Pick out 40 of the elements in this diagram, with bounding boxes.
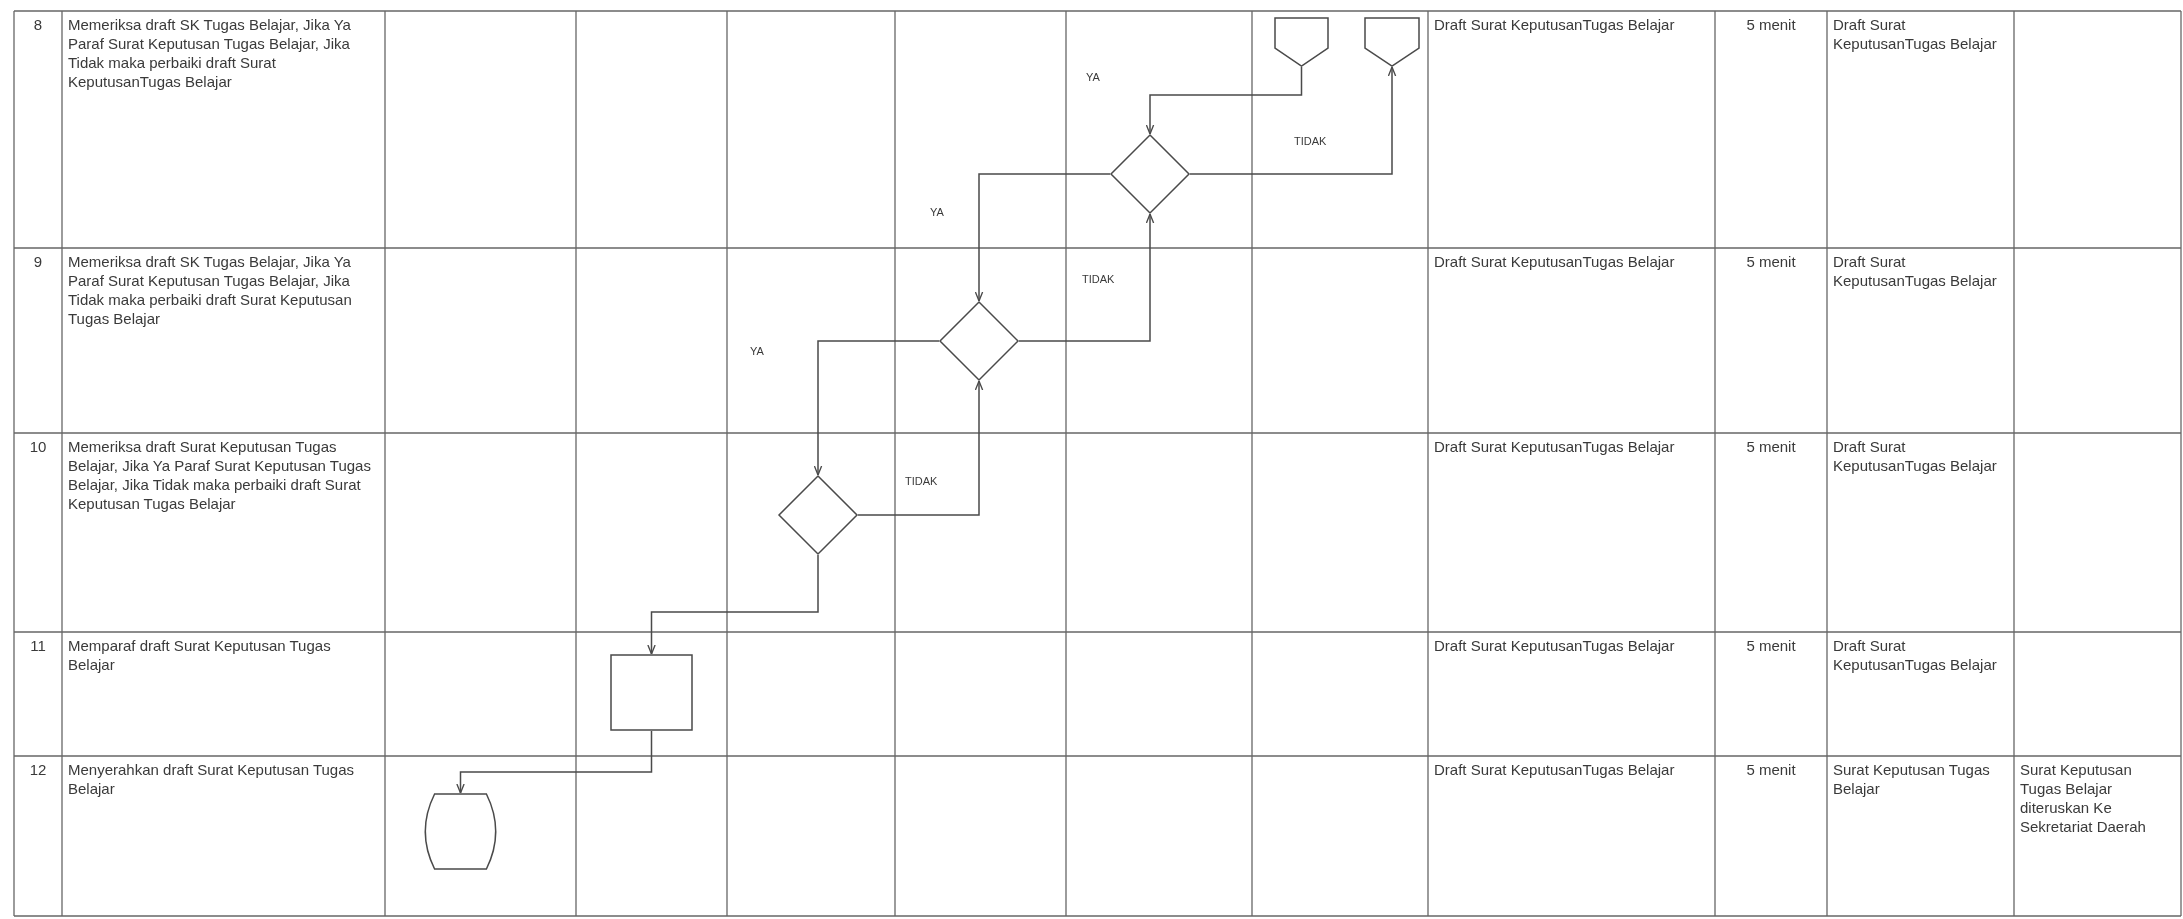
arrow bbox=[1018, 213, 1155, 342]
output-text: Draft Surat KeputusanTugas Belajar bbox=[1832, 15, 1998, 54]
arrow bbox=[647, 554, 819, 655]
off-page-connector bbox=[1274, 17, 1329, 67]
decision-diamond bbox=[778, 475, 858, 555]
step-description: Memeriksa draft Surat Keputusan Tugas Belajar, Jika Ya Paraf Surat Keputusan Tugas Belajar, Jika Tidak maka perbaiki draft Surat Keputusan Tugas Belajar bbox=[67, 437, 372, 514]
arrow bbox=[974, 173, 1111, 302]
decision-diamond bbox=[939, 301, 1019, 381]
duration-text: 5 menit bbox=[1745, 15, 1797, 35]
arrow bbox=[1189, 66, 1397, 175]
duration-text: 5 menit bbox=[1745, 437, 1797, 457]
step-description: Memeriksa draft SK Tugas Belajar, Jika Ya Paraf Surat Keputusan Tugas Belajar, Jika Tidak maka perbaiki draft Surat KeputusanTugas Belajar bbox=[67, 15, 352, 92]
step-number: 8 bbox=[32, 15, 44, 35]
step-number: 9 bbox=[32, 252, 44, 272]
document-text: Draft Surat KeputusanTugas Belajar bbox=[1433, 636, 1676, 656]
output-text: Draft Surat KeputusanTugas Belajar bbox=[1832, 636, 1998, 675]
step-description: Memeriksa draft SK Tugas Belajar, Jika Ya Paraf Surat Keputusan Tugas Belajar, Jika Tidak maka perbaiki draft Surat Keputusan Tugas Belajar bbox=[67, 252, 353, 329]
duration-text: 5 menit bbox=[1745, 252, 1797, 272]
step-description: Memparaf draft Surat Keputusan Tugas Belajar bbox=[67, 636, 332, 675]
document-text: Draft Surat KeputusanTugas Belajar bbox=[1433, 437, 1676, 457]
step-description: Menyerahkan draft Surat Keputusan Tugas Belajar bbox=[67, 760, 355, 799]
output-text: Surat Keputusan Tugas Belajar bbox=[1832, 760, 1991, 799]
document-text: Draft Surat KeputusanTugas Belajar bbox=[1433, 15, 1676, 35]
document-text: Draft Surat KeputusanTugas Belajar bbox=[1433, 252, 1676, 272]
step-number: 11 bbox=[29, 636, 47, 656]
arrow bbox=[456, 730, 653, 794]
arrow bbox=[813, 340, 940, 476]
arrow bbox=[1145, 66, 1303, 135]
process-box bbox=[610, 654, 693, 731]
step-number: 10 bbox=[28, 437, 48, 457]
document-text: Draft Surat KeputusanTugas Belajar bbox=[1433, 760, 1676, 780]
step-number: 12 bbox=[28, 760, 48, 780]
output-text: Draft Surat KeputusanTugas Belajar bbox=[1832, 437, 1998, 476]
duration-text: 5 menit bbox=[1745, 636, 1797, 656]
note-text: Surat Keputusan Tugas Belajar diteruskan Ke Sekretariat Daerah bbox=[2019, 760, 2147, 837]
output-text: Draft Surat KeputusanTugas Belajar bbox=[1832, 252, 1998, 291]
arrow bbox=[857, 380, 984, 516]
off-page-connector bbox=[1364, 17, 1420, 67]
decision-diamond bbox=[1110, 134, 1190, 214]
duration-text: 5 menit bbox=[1745, 760, 1797, 780]
